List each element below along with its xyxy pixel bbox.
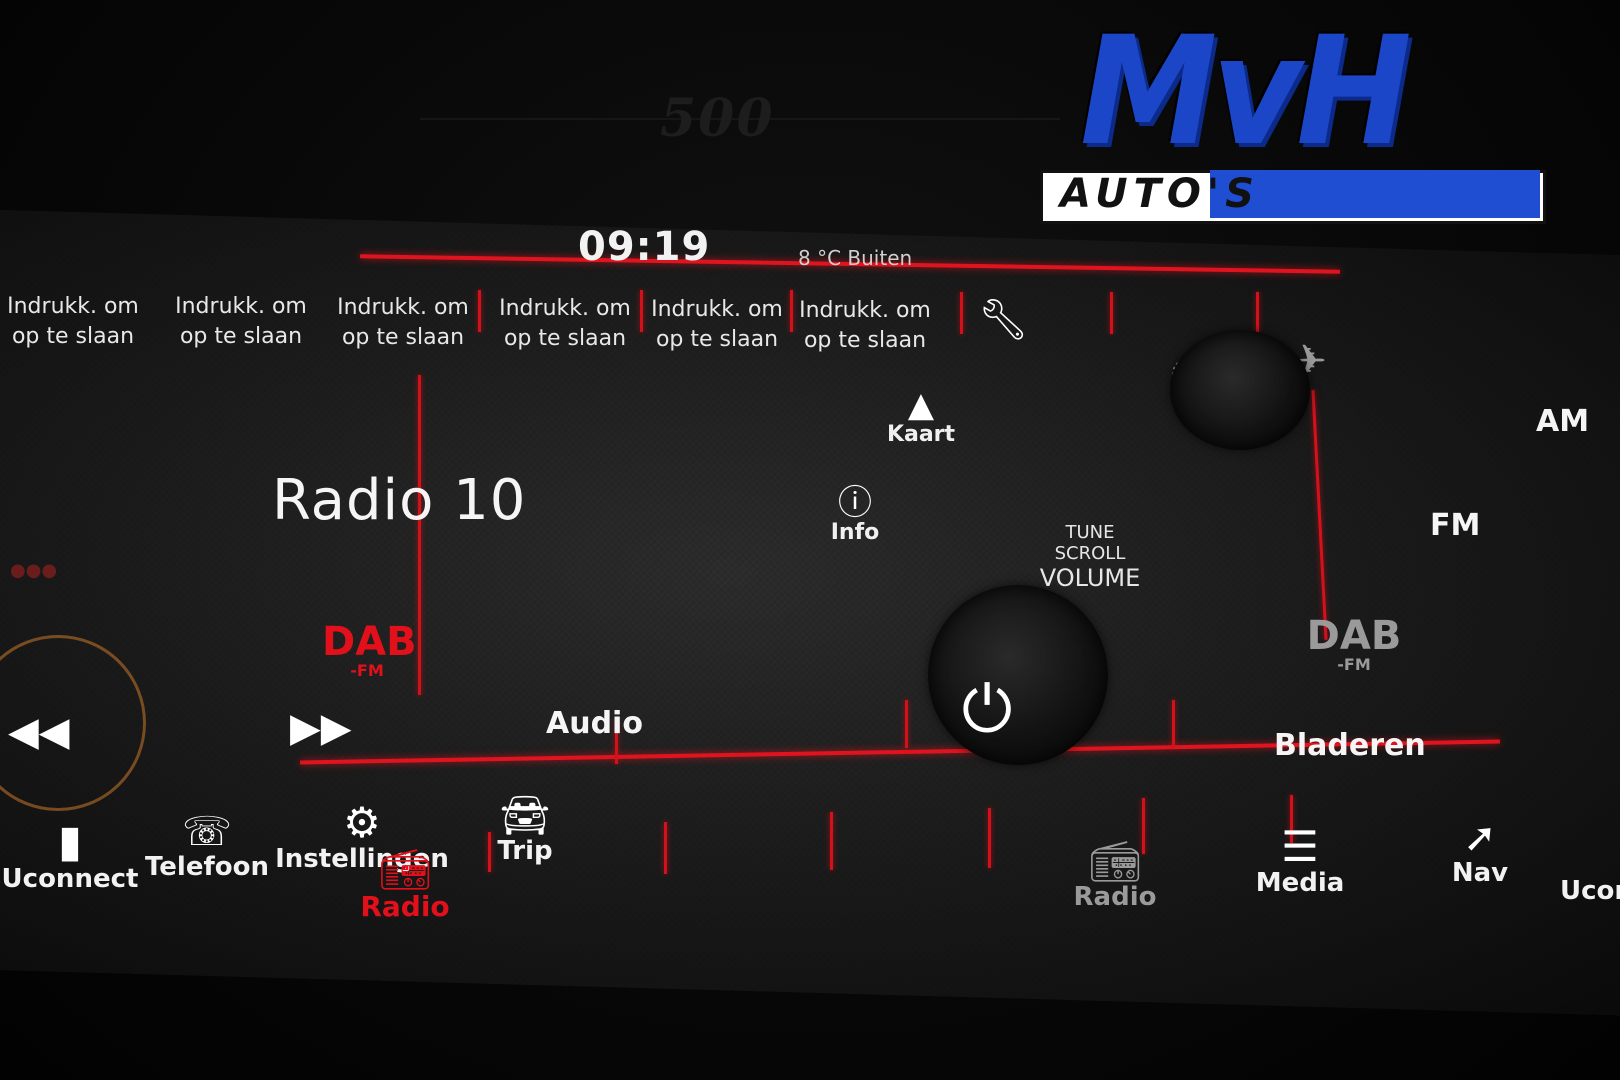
station-name: Radio 10	[272, 468, 527, 533]
action-divider	[615, 720, 618, 764]
nav-icon: ➚	[1463, 815, 1497, 861]
nav-trip[interactable]: 🚘︎ Trip	[470, 796, 580, 866]
clock: 09:19	[578, 224, 711, 270]
nav-telefoon-label: Telefoon	[144, 852, 269, 882]
nav-trip-label: Trip	[497, 836, 553, 866]
preset-line2: op te slaan	[11, 324, 135, 349]
preset-line1: Indrukk. om	[499, 296, 631, 321]
volume-knob[interactable]	[928, 585, 1108, 765]
watermark-monogram: MvH	[1080, 5, 1412, 179]
nav-radio[interactable]: 📻︎ Radio	[1050, 842, 1180, 912]
dash-trim	[420, 118, 1060, 120]
nav-radio-label: Radio	[1073, 882, 1157, 912]
power-icon[interactable]: ⏻	[961, 673, 1013, 747]
preset-line2: op te slaan	[341, 325, 465, 350]
nav-nav-label: Nav	[1451, 858, 1509, 888]
knob-line1: TUNE	[1065, 522, 1115, 543]
dab-badge-bottom: -FM	[350, 661, 384, 680]
knob-legend: TUNE SCROLL VOLUME	[1010, 522, 1170, 592]
preset-button[interactable]: Indrukk. om op te slaan	[0, 292, 152, 352]
preset-line1: Indrukk. om	[799, 298, 931, 323]
nav-divider	[1290, 795, 1293, 843]
rewind-icon[interactable]: ◀◀	[8, 709, 70, 755]
mountain-icon: ▲	[907, 385, 935, 425]
nav-uconnect-label: Uconnect	[1, 864, 139, 894]
band-am[interactable]: AM	[1536, 404, 1590, 439]
nav-radio-active-label: Radio	[360, 890, 450, 923]
phone-icon: ▮	[57, 816, 83, 867]
phone-grid-icon: ☏	[181, 809, 233, 855]
preset-line2: op te slaan	[803, 328, 927, 353]
nav-divider	[1142, 798, 1145, 854]
preset-line1: Indrukk. om	[337, 295, 469, 320]
radio-icon: 📻︎	[1089, 839, 1141, 885]
preset-line1: Indrukk. om	[175, 294, 307, 319]
band-fm[interactable]: FM	[1430, 508, 1481, 543]
radio-icon: 📻︎	[379, 847, 431, 893]
action-divider	[905, 700, 908, 748]
nav-uconnect-mirror-label: Uconnect	[1560, 876, 1620, 906]
nav-telefoon[interactable]: ☏ Telefoon	[132, 812, 282, 882]
preset-divider	[478, 290, 481, 332]
nav-media-label: Media	[1255, 868, 1345, 898]
nav-divider	[488, 832, 491, 872]
watermark-text: AUTO'S	[1060, 171, 1260, 217]
fast-forward-icon[interactable]: ▶▶	[290, 705, 352, 751]
map-button[interactable]: ▲ Kaart	[866, 388, 976, 447]
action-divider	[1172, 700, 1175, 748]
preset-line1: Indrukk. om	[651, 297, 783, 322]
knob-line2: SCROLL	[1054, 543, 1126, 564]
preset-line2: op te slaan	[503, 326, 627, 351]
fiat-500-emblem: 500	[660, 88, 775, 149]
info-icon: ⓘ	[838, 483, 872, 523]
preset-button[interactable]: Indrukk. om op te slaan	[786, 296, 944, 356]
map-label: Kaart	[886, 422, 956, 447]
preset-divider	[1110, 292, 1113, 334]
info-label: Info	[830, 520, 880, 545]
band-dab[interactable]: DAB -FM	[1304, 616, 1404, 674]
preset-line1: Indrukk. om	[7, 294, 139, 319]
band-dab-top: DAB	[1306, 613, 1402, 659]
gauge-reflection: ●●●	[10, 560, 58, 581]
preset-button[interactable]: Indrukk. om op te slaan	[638, 295, 796, 355]
media-icon: ☰	[1281, 822, 1319, 871]
nav-nav[interactable]: ➚ Nav	[1430, 818, 1530, 888]
preset-button[interactable]: Indrukk. om op te slaan	[324, 293, 482, 353]
nav-media[interactable]: ☰ Media	[1240, 822, 1360, 899]
browse-button[interactable]: Bladeren	[1274, 728, 1426, 763]
nav-divider	[830, 812, 833, 870]
band-dab-bottom: -FM	[1337, 655, 1371, 674]
nav-uconnect[interactable]: ▮ Uconnect	[0, 816, 140, 895]
car-icon: 🚘︎	[499, 793, 551, 839]
preset-line2: op te slaan	[655, 327, 779, 352]
preset-divider	[960, 292, 963, 334]
gauge-ring	[0, 635, 146, 811]
preset-button[interactable]: Indrukk. om op te slaan	[486, 294, 644, 354]
outside-temperature: 8 °C Buiten	[798, 246, 913, 270]
dealer-watermark-logo: MvH AUTO'S	[1040, 5, 1546, 224]
knob-line3: VOLUME	[1039, 564, 1141, 592]
nav-divider	[664, 822, 667, 874]
player-divider	[418, 375, 421, 695]
info-button[interactable]: ⓘ Info	[800, 486, 910, 545]
preset-divider	[640, 290, 643, 332]
dab-badge-top: DAB	[322, 619, 417, 665]
gears-icon: ⚙	[343, 798, 381, 847]
nav-divider	[988, 808, 991, 868]
dab-source-badge: DAB -FM	[322, 622, 417, 680]
preset-divider	[1256, 292, 1259, 334]
nav-instellingen[interactable]: ⚙ Instellingen	[272, 798, 452, 875]
preset-divider	[790, 290, 793, 332]
nav-instellingen-label: Instellingen	[275, 844, 449, 874]
nav-radio-active[interactable]: 📻︎ Radio	[340, 850, 470, 923]
preset-line2: op te slaan	[179, 324, 303, 349]
preset-button[interactable]: Indrukk. om op te slaan	[162, 292, 320, 352]
watermark-bar-accent	[1210, 170, 1540, 218]
audio-button[interactable]: Audio	[546, 706, 643, 741]
climate-knob[interactable]	[1170, 330, 1310, 450]
nav-uconnect-mirror[interactable]: Uconnect	[1560, 876, 1620, 906]
wrench-icon[interactable]: 🔧︎	[978, 297, 1029, 343]
